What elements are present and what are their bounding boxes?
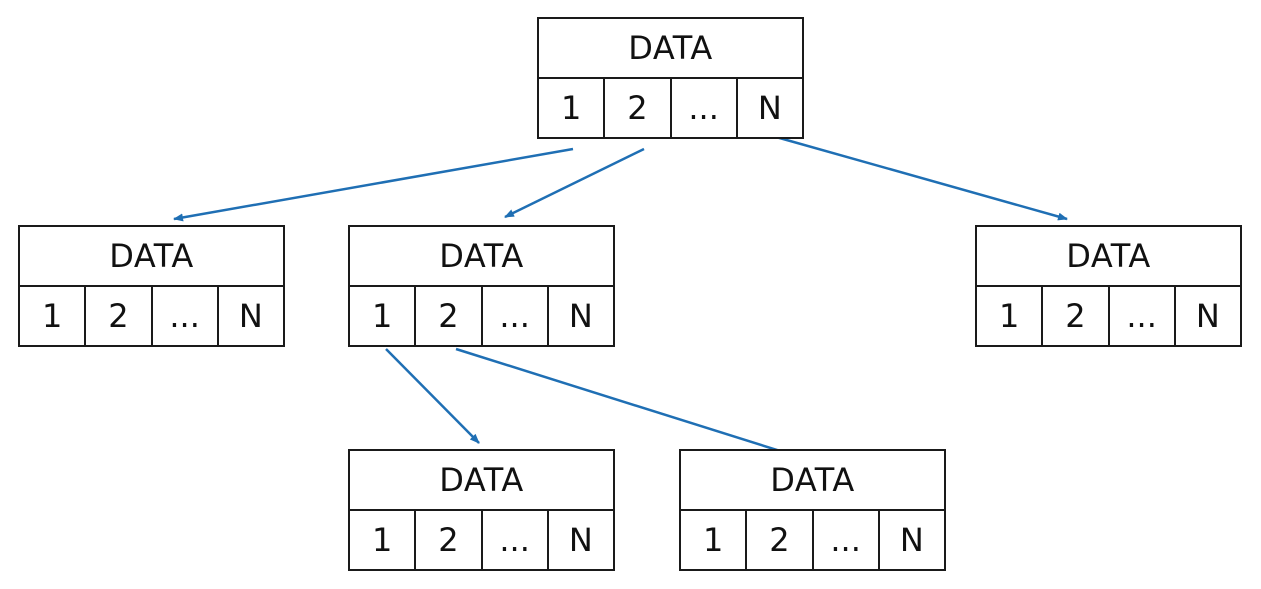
node-slot-n: N — [1195, 297, 1220, 335]
tree-node-level1-middle: DATA 1 2 ... N — [348, 225, 615, 347]
tree-node-level2-left: DATA 1 2 ... N — [348, 449, 615, 571]
node-slot-ellipsis: ... — [672, 79, 738, 137]
edge-level1-middle-slot2-to-level2-right — [455, 347, 797, 458]
node-slot-n: N — [757, 89, 782, 127]
node-slot-ellipsis: ... — [814, 511, 880, 569]
node-slot-n: N — [568, 297, 593, 335]
node-data-cell: DATA — [20, 227, 283, 287]
node-slot-ellipsis: ... — [153, 287, 219, 345]
node-slot-row: 1 2 ... N — [539, 79, 802, 137]
node-slot-2: 2 — [416, 511, 483, 569]
node-slot-2: 2 — [747, 511, 814, 569]
node-slot-1: 1 — [350, 287, 417, 345]
node-slot-2: 2 — [1043, 287, 1110, 345]
node-slot-row: 1 2 ... N — [20, 287, 283, 345]
node-slot-2: 2 — [86, 287, 153, 345]
node-slot-1: 1 — [539, 79, 606, 137]
node-slot-ellipsis: ... — [483, 511, 549, 569]
tree-node-level2-right: DATA 1 2 ... N — [679, 449, 946, 571]
node-slot-2: 2 — [416, 287, 483, 345]
node-slot-ellipsis: ... — [1110, 287, 1176, 345]
node-slot-row: 1 2 ... N — [350, 511, 613, 569]
node-data-cell: DATA — [539, 19, 802, 79]
tree-node-level1-left: DATA 1 2 ... N — [18, 225, 285, 347]
edge-root-slot2-to-level1-middle — [504, 147, 645, 219]
node-data-cell: DATA — [350, 451, 613, 511]
node-slot-1: 1 — [350, 511, 417, 569]
node-slot-1: 1 — [977, 287, 1044, 345]
edge-root-slot1-to-level1-left — [173, 147, 574, 222]
node-slot-2: 2 — [605, 79, 672, 137]
node-slot-n: N — [238, 297, 263, 335]
node-slot-n: N — [899, 521, 924, 559]
node-slot-row: 1 2 ... N — [977, 287, 1240, 345]
node-slot-n: N — [568, 521, 593, 559]
node-data-cell: DATA — [977, 227, 1240, 287]
tree-node-root: DATA 1 2 ... N — [537, 17, 804, 139]
tree-node-level1-right: DATA 1 2 ... N — [975, 225, 1242, 347]
node-slot-ellipsis: ... — [483, 287, 549, 345]
node-slot-1: 1 — [20, 287, 87, 345]
node-slot-row: 1 2 ... N — [681, 511, 944, 569]
node-data-cell: DATA — [681, 451, 944, 511]
node-data-cell: DATA — [350, 227, 613, 287]
node-slot-row: 1 2 ... N — [350, 287, 613, 345]
node-slot-1: 1 — [681, 511, 748, 569]
edge-root-slotN-to-level1-right — [775, 135, 1068, 221]
edge-level1-middle-slot1-to-level2-left — [385, 348, 480, 444]
